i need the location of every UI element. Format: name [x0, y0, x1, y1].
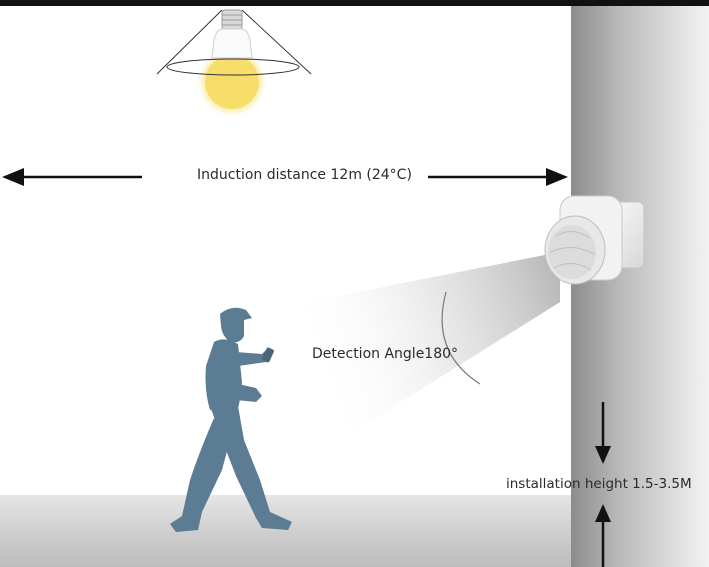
- detection-angle-label: Detection Angle180°: [312, 346, 459, 362]
- up-arrow-icon: [595, 504, 611, 567]
- installation-height-label: installation height 1.5-3.5M: [506, 476, 692, 492]
- detection-beam: [292, 252, 560, 470]
- walking-person-icon: [170, 307, 292, 532]
- ceiling-edge: [0, 0, 709, 6]
- down-arrow-icon: [595, 402, 611, 464]
- detection-angle-arc: [441, 291, 481, 385]
- light-bulb-icon: [156, 9, 312, 116]
- pir-motion-sensor-icon: [544, 195, 645, 285]
- induction-distance-label: Induction distance 12m (24°C): [197, 167, 412, 183]
- left-arrow-icon: [2, 168, 142, 186]
- right-arrow-icon: [428, 168, 568, 186]
- wall: [571, 6, 709, 567]
